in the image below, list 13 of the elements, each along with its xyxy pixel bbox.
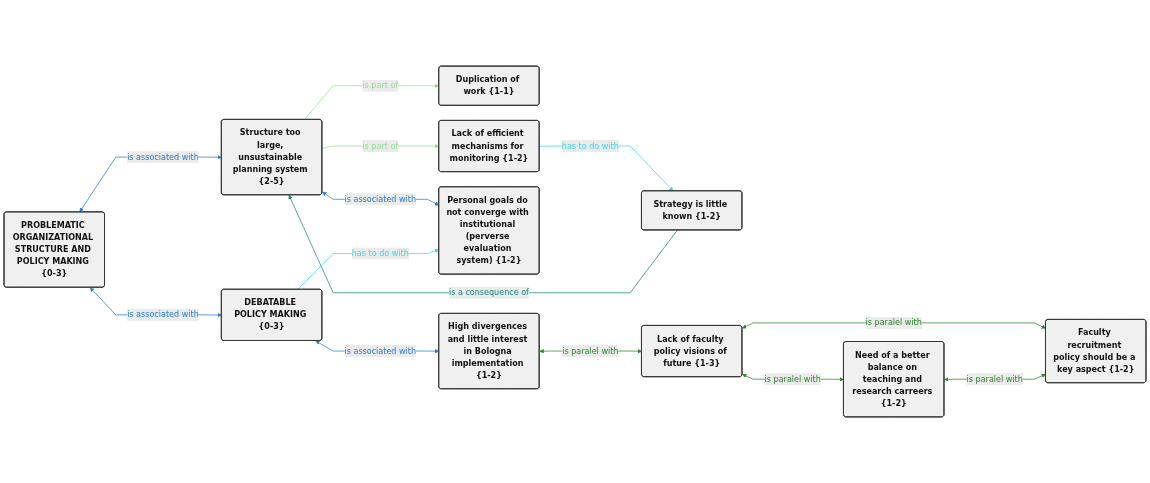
edge-label: is associated with <box>127 152 199 162</box>
edge-label: is a consequence of <box>448 287 529 298</box>
edge-label: is associated with <box>127 309 199 320</box>
edge-label: is associated with <box>344 194 417 204</box>
edge-label: is associated with <box>344 346 417 356</box>
edge-label: is paralel with <box>764 374 821 384</box>
edge-label: is part of <box>362 80 399 91</box>
edge-label: is part of <box>362 140 399 151</box>
edge-label: has to do with <box>351 248 409 259</box>
edge-label: is paralel with <box>865 317 922 328</box>
edge-label: has to do with <box>561 140 619 151</box>
edge-label: is paralel with <box>966 374 1023 384</box>
edge-label: is paralel with <box>562 346 619 356</box>
